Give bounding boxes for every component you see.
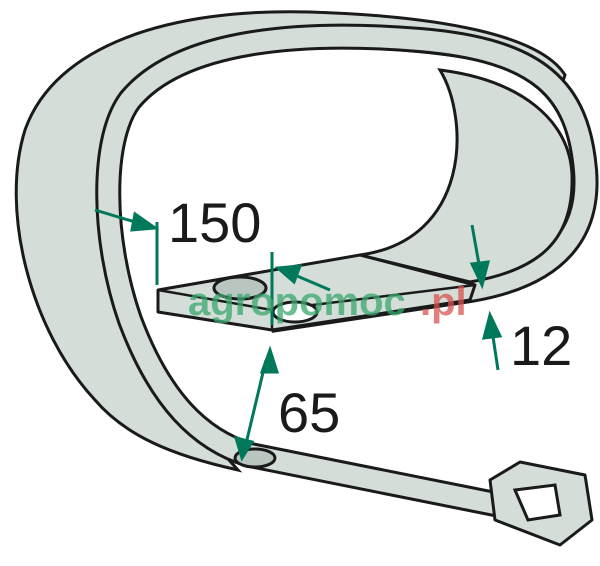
dimension-thickness-label: 12 xyxy=(510,314,573,377)
dimension-lines xyxy=(94,208,503,462)
mounting-hole xyxy=(212,275,268,301)
arrowhead-icon xyxy=(233,435,255,462)
arrowhead-icon xyxy=(469,260,491,290)
tine-strip xyxy=(98,26,596,515)
tab-slot xyxy=(512,483,562,522)
mounting-plate xyxy=(156,253,477,332)
watermark-name: agropomoc xyxy=(188,280,406,324)
tine-inner-surface xyxy=(359,68,574,284)
arrowhead-icon xyxy=(481,310,503,340)
arrowhead-icon xyxy=(274,264,303,285)
arrowhead-icon xyxy=(259,345,280,374)
dimension-width-label: 150 xyxy=(168,191,262,254)
dimension-height-label: 65 xyxy=(278,381,341,444)
watermark-tld: .pl xyxy=(420,280,467,324)
arrowhead-icon xyxy=(130,211,160,232)
